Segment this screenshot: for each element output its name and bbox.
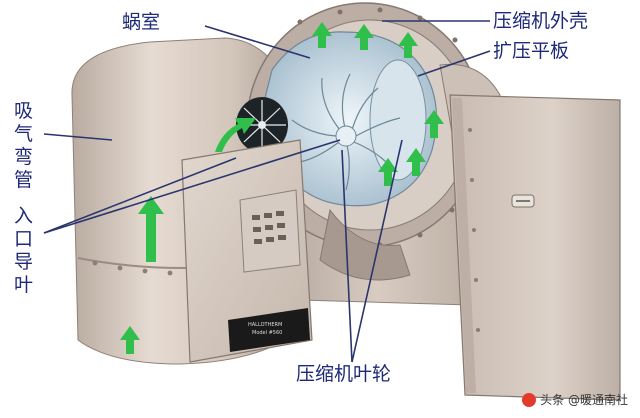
flow-arrow-volute-top-1 bbox=[312, 22, 332, 48]
panel-nameplate bbox=[228, 308, 310, 352]
watermark: 头条 @暖通南社 bbox=[522, 391, 628, 408]
leader-impeller-1 bbox=[341, 149, 353, 363]
flow-arrow-into-fan bbox=[215, 118, 256, 152]
leader-diffuser bbox=[417, 50, 491, 77]
label-compressor-housing: 压缩机外壳 bbox=[493, 10, 589, 32]
flow-arrow-lower-1 bbox=[378, 158, 398, 186]
label-impeller: 压缩机叶轮 bbox=[296, 363, 392, 385]
side-door bbox=[449, 94, 621, 401]
flow-arrows bbox=[120, 22, 444, 354]
door-hinge-rivets bbox=[468, 128, 480, 332]
leader-igv-1 bbox=[43, 139, 341, 234]
leader-igv-2 bbox=[43, 157, 237, 234]
nameplate-line2: Model #560 bbox=[252, 330, 282, 336]
impeller-blades bbox=[291, 73, 401, 191]
label-volute: 蜗室 bbox=[122, 11, 161, 33]
leader-lines bbox=[43, 20, 491, 363]
flow-arrow-elbow-up bbox=[138, 196, 164, 262]
flow-arrow-volute-right bbox=[398, 32, 418, 58]
impeller-hub bbox=[335, 125, 357, 147]
lower-base bbox=[319, 208, 411, 281]
flow-arrow-lower-3 bbox=[424, 110, 444, 138]
watermark-text: 头条 @暖通南社 bbox=[540, 393, 628, 407]
inlet-guide-vanes-fan bbox=[236, 97, 288, 153]
watermark-logo-icon bbox=[522, 392, 537, 407]
nameplate-line1: HALLOTHERM bbox=[248, 322, 282, 328]
label-suction-elbow: 吸气弯管 bbox=[14, 100, 34, 191]
flow-arrow-volute-top-2 bbox=[354, 24, 374, 50]
flow-arrow-lower-2 bbox=[406, 148, 426, 176]
diffuser-plate bbox=[369, 59, 427, 181]
label-inlet-guide-vanes: 入口导叶 bbox=[14, 205, 34, 296]
control-panel: HALLOTHERM Model #560 bbox=[181, 139, 313, 363]
panel-keypad bbox=[252, 211, 286, 244]
door-handle bbox=[511, 194, 535, 208]
leader-volute bbox=[204, 25, 311, 59]
flow-arrow-inlet-bottom bbox=[120, 326, 140, 354]
label-diffuser-plate: 扩压平板 bbox=[493, 40, 570, 62]
leader-elbow bbox=[43, 133, 113, 141]
leader-impeller-2 bbox=[351, 139, 403, 363]
